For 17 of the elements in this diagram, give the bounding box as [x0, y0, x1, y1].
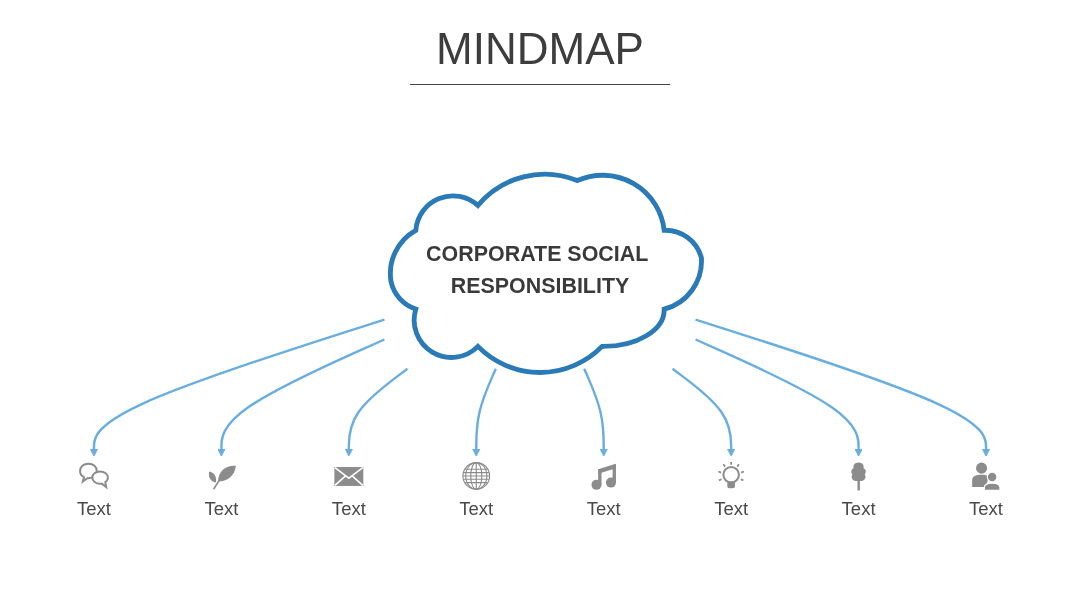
node-text: Text [77, 498, 111, 519]
node-text: Text [586, 498, 621, 519]
arrow [217, 338, 385, 457]
arrow [695, 338, 863, 457]
arrow [695, 318, 991, 457]
node-text: Text [714, 498, 749, 519]
node-text: Text [969, 498, 1003, 519]
node-text: Text [459, 498, 494, 519]
arrow [472, 368, 497, 457]
node-text: Text [204, 498, 239, 519]
node-text: Text [841, 498, 876, 519]
arrow [344, 367, 409, 457]
arrow [583, 368, 608, 457]
arrow [89, 318, 385, 457]
arrow [671, 367, 736, 457]
node-text: Text [331, 498, 366, 519]
title: MINDMAP [410, 24, 670, 85]
